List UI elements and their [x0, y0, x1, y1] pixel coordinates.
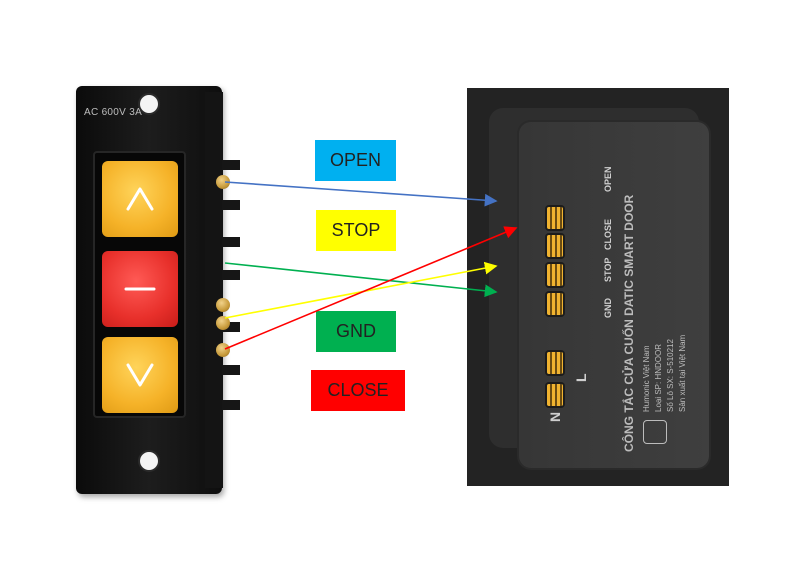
module-info-line: Loại SP: HNDOOR	[654, 343, 663, 412]
pin-n	[547, 384, 563, 406]
switch-terminal	[222, 365, 240, 375]
close-button	[102, 337, 178, 413]
label-close: CLOSE	[311, 370, 405, 411]
label-open: OPEN	[315, 140, 396, 181]
pin-l	[547, 352, 563, 374]
mounting-hole-top	[138, 93, 160, 115]
switch-terminal	[222, 400, 240, 410]
pin-label-gnd: GND	[603, 298, 613, 318]
stop-button	[102, 251, 178, 327]
terminal-screw	[216, 298, 230, 312]
switch-plate-side	[205, 92, 223, 488]
pin-close	[547, 235, 563, 257]
pin-stop	[547, 264, 563, 286]
terminal-screw	[216, 343, 230, 357]
pin-gnd	[547, 293, 563, 315]
wire-open	[224, 181, 498, 207]
module-info-line: Humonic Việt Nam	[642, 345, 651, 412]
house-logo-icon	[643, 420, 667, 444]
chevron-up-icon	[126, 187, 154, 211]
terminal-screw	[216, 175, 230, 189]
chevron-down-icon	[126, 363, 154, 387]
module-info-line: Số Lô SX: S-510212	[666, 339, 675, 412]
pin-label-l: L	[573, 373, 589, 382]
switch-terminal	[222, 237, 240, 247]
terminal-screw	[216, 316, 230, 330]
wire-gnd	[224, 262, 498, 298]
module-info-line: Sản xuất tại Việt Nam	[678, 334, 687, 412]
mounting-hole-bottom	[138, 450, 160, 472]
pin-open	[547, 207, 563, 229]
label-gnd: GND	[316, 311, 396, 352]
switch-rating-text: AC 600V 3A	[84, 107, 143, 118]
switch-terminal	[222, 160, 240, 170]
label-stop: STOP	[316, 210, 396, 251]
pin-label-open: OPEN	[603, 166, 613, 192]
pin-label-stop: STOP	[603, 257, 613, 282]
switch-terminal	[222, 200, 240, 210]
module-title: CÔNG TẮC CỬA CUỐN DATIC SMART DOOR	[622, 194, 636, 452]
controller-module: OPEN CLOSE STOP GND L N CÔNG TẮC CỬA CUỐ…	[519, 122, 709, 468]
switch-terminal	[222, 270, 240, 280]
stop-bar-icon	[124, 287, 156, 291]
pin-label-n: N	[547, 411, 563, 422]
pin-label-close: CLOSE	[603, 218, 613, 250]
open-button	[102, 161, 178, 237]
controller-photo: OPEN CLOSE STOP GND L N CÔNG TẮC CỬA CUỐ…	[467, 88, 729, 486]
